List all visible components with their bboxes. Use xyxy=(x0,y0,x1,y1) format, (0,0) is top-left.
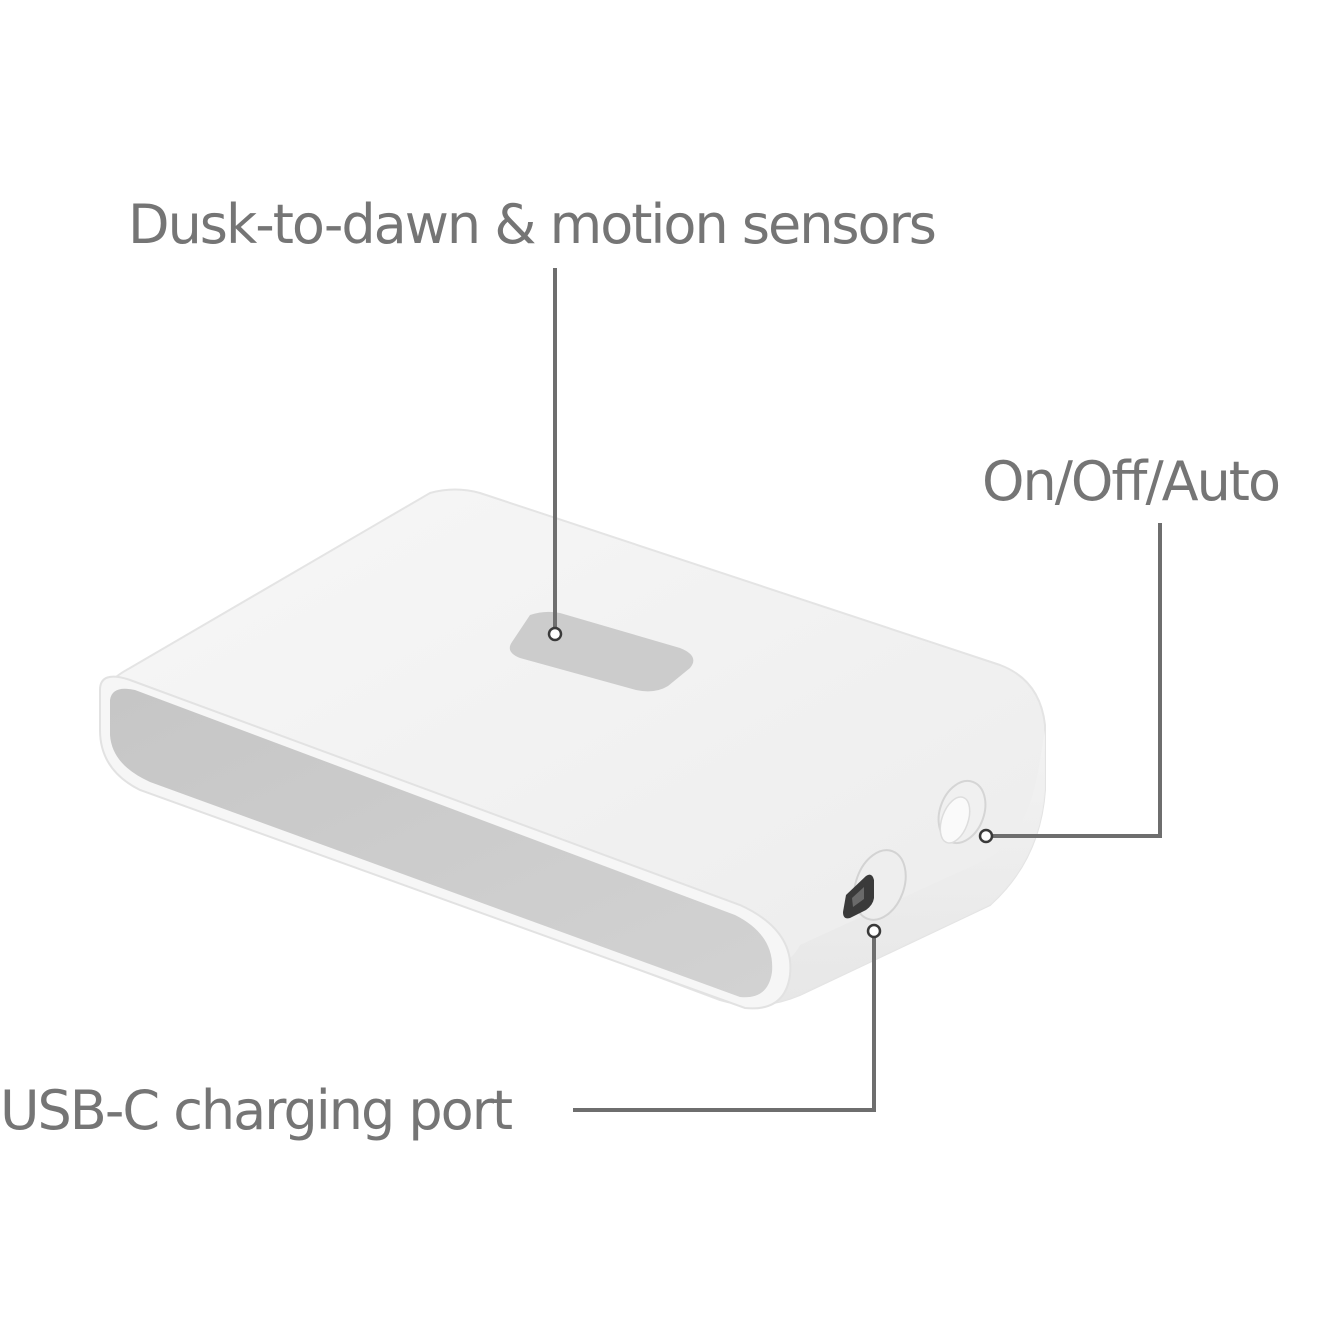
mode-switch xyxy=(937,780,987,844)
usb-callout-label: USB-C charging port xyxy=(0,1079,513,1142)
sensors-callout-label: Dusk-to-dawn & motion sensors xyxy=(128,193,937,256)
device-front-panel xyxy=(110,688,773,998)
callout-leader-switch xyxy=(978,523,1162,844)
callout-leader-usb xyxy=(573,923,882,1112)
switch-callout-label: On/Off/Auto xyxy=(982,450,1281,513)
usb-c-port xyxy=(843,849,907,921)
callout-leader-sensors xyxy=(547,268,563,642)
device-side-surface xyxy=(720,730,1045,1005)
